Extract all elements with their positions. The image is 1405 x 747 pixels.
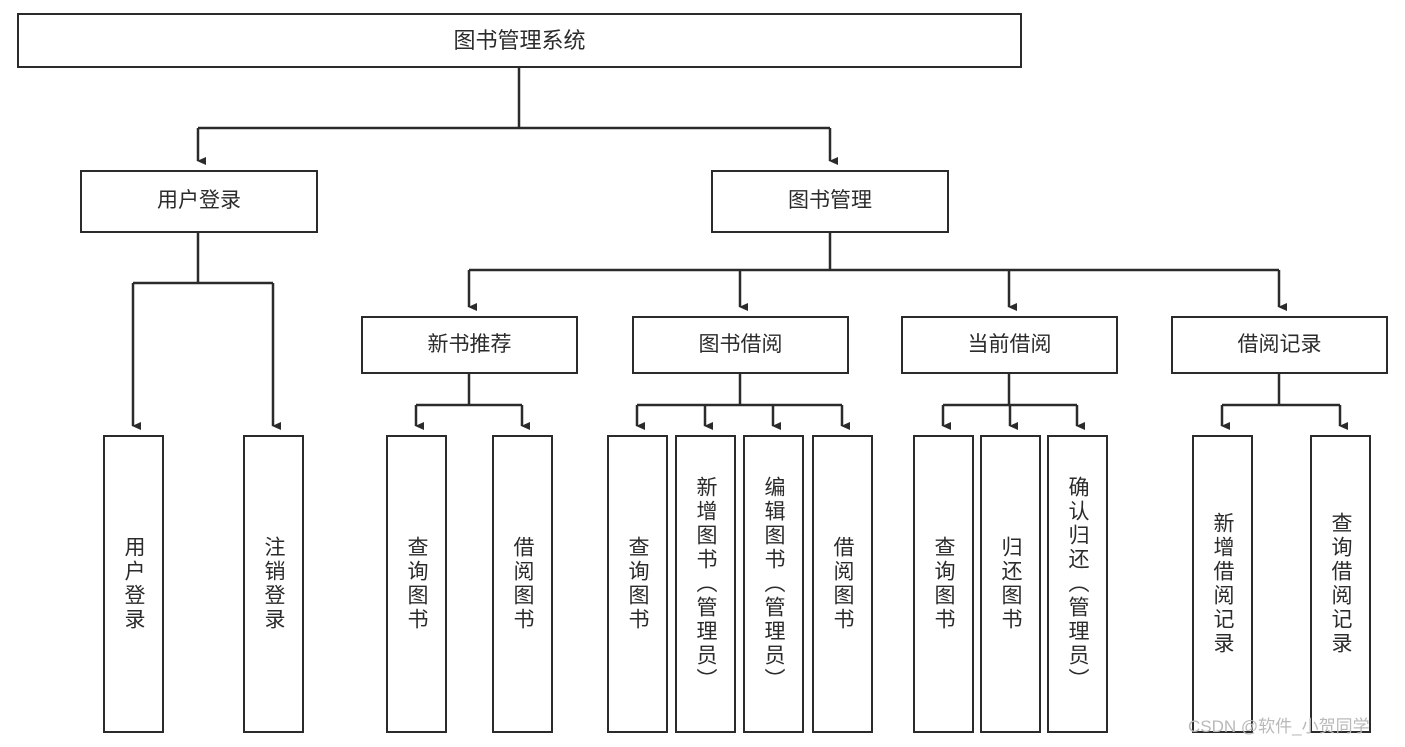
node-current-borrow[interactable]: 当前借阅: [901, 316, 1118, 374]
node-leaf-logout[interactable]: 注销登录: [243, 435, 304, 733]
node-leaf-user-login[interactable]: 用户登录: [103, 435, 164, 733]
node-user-login[interactable]: 用户登录: [80, 170, 318, 233]
node-label: 归还图书: [999, 536, 1022, 632]
node-book-management[interactable]: 图书管理: [711, 170, 949, 233]
node-label: 用户登录: [157, 189, 241, 213]
node-label: 注销登录: [262, 536, 285, 632]
node-leaf-confirm-return-admin[interactable]: 确认归还（管理员）: [1047, 435, 1108, 733]
node-leaf-return-book[interactable]: 归还图书: [980, 435, 1041, 733]
node-label: 图书借阅: [698, 332, 783, 356]
watermark-text: CSDN @软件_小贺同学: [1188, 717, 1370, 736]
node-leaf-query-book-nb[interactable]: 查询图书: [386, 435, 447, 733]
node-new-book-recommend[interactable]: 新书推荐: [361, 316, 578, 374]
node-label: 借阅图书: [831, 536, 854, 632]
node-leaf-query-book-bb[interactable]: 查询图书: [607, 435, 668, 733]
node-label: 用户登录: [122, 536, 145, 632]
node-label: 新增图书（管理员）: [694, 476, 717, 692]
node-borrow-record[interactable]: 借阅记录: [1171, 316, 1388, 374]
node-book-borrow[interactable]: 图书借阅: [632, 316, 849, 374]
node-label: 查询图书: [626, 536, 649, 632]
node-leaf-borrow-book-bb[interactable]: 借阅图书: [812, 435, 873, 733]
node-label: 查询图书: [932, 536, 955, 632]
node-leaf-edit-book-admin[interactable]: 编辑图书（管理员）: [743, 435, 804, 733]
node-label: 借阅图书: [511, 536, 534, 632]
node-label: 查询图书: [405, 536, 428, 632]
node-root-book-management-system[interactable]: 图书管理系统: [17, 13, 1022, 68]
node-label: 新增借阅记录: [1211, 512, 1234, 656]
node-label: 图书管理: [788, 189, 872, 213]
node-label: 图书管理系统: [453, 27, 586, 53]
node-leaf-borrow-book-nb[interactable]: 借阅图书: [492, 435, 553, 733]
node-label: 确认归还（管理员）: [1066, 476, 1089, 692]
node-leaf-query-book-cb[interactable]: 查询图书: [913, 435, 974, 733]
node-label: 查询借阅记录: [1329, 512, 1352, 656]
node-leaf-add-borrow-record[interactable]: 新增借阅记录: [1192, 435, 1253, 733]
node-label: 新书推荐: [427, 332, 512, 356]
node-label: 借阅记录: [1237, 332, 1322, 356]
node-leaf-add-book-admin[interactable]: 新增图书（管理员）: [675, 435, 736, 733]
node-label: 编辑图书（管理员）: [762, 476, 785, 692]
node-leaf-query-borrow-record[interactable]: 查询借阅记录: [1310, 435, 1371, 733]
node-label: 当前借阅: [967, 332, 1052, 356]
